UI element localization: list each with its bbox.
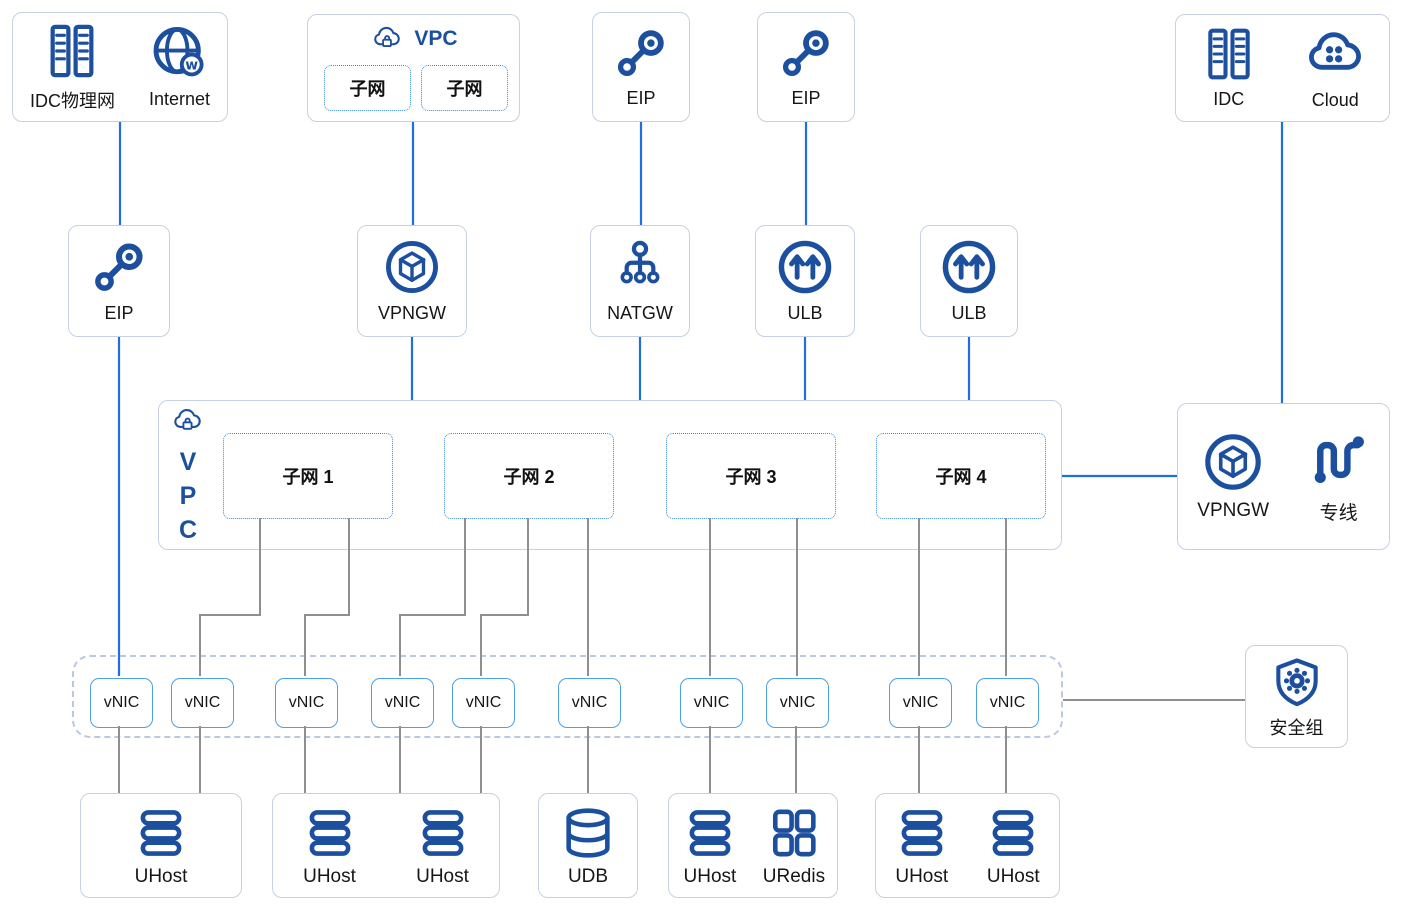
idc-internet-box: IDC物理网 Internet [12, 12, 228, 122]
vpngw-mid-box: VPNGW [357, 225, 467, 337]
internet-label: Internet [148, 89, 210, 109]
vpc-main-box: V P C 子网 1 子网 2 子网 3 子网 4 [158, 400, 1062, 550]
natgw-label: NATGW [607, 303, 673, 323]
subnet-2-box: 子网 2 [444, 433, 614, 519]
eip-link-icon [613, 25, 669, 81]
cloud-label: Cloud [1311, 90, 1359, 110]
uhost-group-2: UHost UHost [272, 793, 500, 898]
dedicated-line-label: 专线 [1319, 502, 1358, 524]
vnic-box-9: vNIC [889, 678, 952, 728]
nat-gateway-icon [611, 238, 669, 296]
vnic-box-1: vNIC [90, 678, 153, 728]
uredis-icon [765, 804, 823, 862]
vnic-box-4: vNIC [371, 678, 434, 728]
uhost-label: UHost [986, 865, 1040, 887]
uhost-icon [301, 804, 359, 862]
subnet-box: 子网 [421, 65, 508, 111]
idc-cloud-box: IDC Cloud [1175, 14, 1390, 122]
uhost-uredis-group: UHost URedis [668, 793, 838, 898]
natgw-box: NATGW [590, 225, 690, 337]
uhost-label: UHost [134, 865, 188, 887]
vnic-box-6: vNIC [558, 678, 621, 728]
vpc-top-title: VPC [414, 26, 458, 50]
idc-label: IDC [1213, 89, 1245, 109]
security-group-label: 安全组 [1269, 717, 1324, 738]
idc-physical-item: IDC物理网 [30, 22, 115, 113]
uhost-icon [984, 804, 1042, 862]
cloud-icon [1306, 25, 1364, 83]
uhost-icon [681, 804, 739, 862]
vpn-gateway-icon [1202, 431, 1264, 493]
subnet-box: 子网 [324, 65, 411, 111]
eip-link-icon [778, 25, 834, 81]
uhost-icon [132, 804, 190, 862]
uhost-label: UHost [303, 865, 356, 887]
idc-item: IDC [1201, 26, 1257, 110]
security-group-box: 安全组 [1245, 645, 1348, 748]
uhost-label: UHost [683, 865, 737, 887]
udb-label: UDB [567, 865, 609, 887]
dedicated-line-item: 专线 [1308, 429, 1370, 525]
shield-gear-icon [1269, 654, 1325, 710]
cloud-lock-icon [169, 406, 206, 436]
uhost-icon [893, 804, 951, 862]
uhost-label: UHost [416, 865, 469, 887]
vpngw-label: VPNGW [377, 303, 446, 323]
eip-link-icon [90, 238, 148, 296]
uredis-label: URedis [762, 865, 826, 887]
ulb-label: ULB [787, 303, 823, 323]
eip-mid-box: EIP [68, 225, 170, 337]
internet-item: Internet [149, 24, 210, 110]
eip-label: EIP [791, 88, 821, 108]
vnic-box-7: vNIC [680, 678, 743, 728]
eip-label: EIP [626, 88, 656, 108]
vpc-vertical-label: V P C [178, 448, 198, 544]
ulb-box-1: ULB [755, 225, 855, 337]
uhost-group-3: UHost UHost [875, 793, 1060, 898]
vnic-box-10: vNIC [976, 678, 1039, 728]
uhost-icon [414, 804, 472, 862]
vnic-container: vNIC vNIC vNIC vNIC vNIC vNIC vNIC vNIC … [72, 655, 1063, 738]
uhost-label: UHost [895, 865, 949, 887]
ulb-box-2: ULB [920, 225, 1018, 337]
dedicated-line-icon [1308, 429, 1370, 491]
vnic-box-8: vNIC [766, 678, 829, 728]
vnic-box-2: vNIC [171, 678, 234, 728]
vpngw-line-box: VPNGW 专线 [1177, 403, 1390, 550]
eip-top-box-1: EIP [592, 12, 690, 122]
uhost-group-1: UHost [80, 793, 242, 898]
vnic-box-5: vNIC [452, 678, 515, 728]
server-rack-icon [1201, 26, 1257, 82]
load-balancer-icon [776, 238, 834, 296]
server-rack-icon [43, 22, 101, 80]
eip-label: EIP [104, 303, 134, 323]
load-balancer-icon [940, 238, 998, 296]
ulb-label: ULB [951, 303, 987, 323]
vpc-top-header: VPC [308, 24, 519, 53]
eip-top-box-2: EIP [757, 12, 855, 122]
subnet-1-box: 子网 1 [223, 433, 393, 519]
vpngw-label: VPNGW [1197, 500, 1270, 521]
subnet-4-box: 子网 4 [876, 433, 1046, 519]
udb-icon [559, 804, 617, 862]
cloud-item: Cloud [1306, 25, 1364, 111]
vpngw-item: VPNGW [1197, 431, 1269, 522]
internet-globe-icon [150, 24, 208, 82]
idc-physical-label: IDC物理网 [29, 90, 115, 111]
vnic-box-3: vNIC [275, 678, 338, 728]
vpc-top-box: VPC 子网 子网 [307, 14, 520, 122]
cloud-lock-icon [369, 24, 405, 53]
udb-group: UDB [538, 793, 638, 898]
subnet-3-box: 子网 3 [666, 433, 836, 519]
vpn-gateway-icon [383, 238, 441, 296]
